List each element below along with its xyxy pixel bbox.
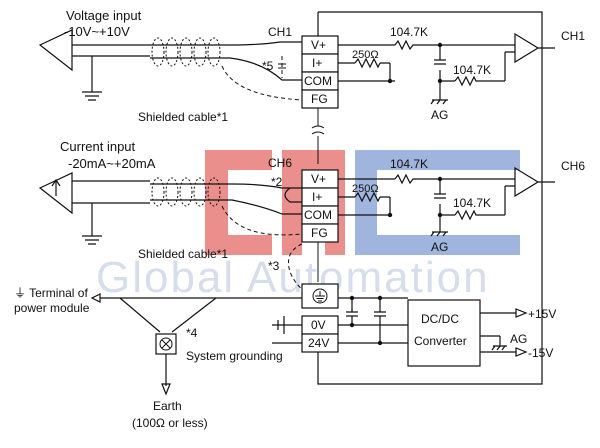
shunt-label-ch6: 250Ω: [352, 183, 379, 195]
terminal-fg-ch1: [301, 89, 339, 109]
shielded-cable-ch6: [150, 177, 303, 236]
terminal-v-plus-ch6-label: V+: [311, 172, 326, 186]
converter-label-2: Converter: [414, 334, 467, 348]
ch6-label-right: CH6: [561, 159, 585, 173]
voltage-source-symbol: [38, 29, 73, 72]
note-4: *4: [186, 326, 198, 340]
terminal-com-ch1-label: COM: [304, 74, 332, 88]
shunt-label-ch1: 250Ω: [352, 49, 379, 61]
terminal-fg-ch6: [301, 223, 339, 243]
dc-dc-converter: [407, 299, 481, 367]
current-input-title: Current input: [60, 139, 136, 154]
note-2: *2: [271, 175, 283, 189]
current-input-range: -20mA~+20mA: [68, 156, 156, 171]
earth-resistance-label: (100Ω or less): [132, 416, 208, 430]
cable-label-ch1: Shielded cable*1: [138, 110, 228, 124]
ch1-label-left: CH1: [268, 25, 292, 39]
amplifier-ch1: [514, 32, 540, 64]
terminal-v-plus-ch1-label: V+: [311, 38, 326, 52]
power-section: *3 0V 24V ⏚ Terminal of power module *4 …: [14, 243, 556, 430]
resistor-label-ch1-bottom: 104.7K: [453, 63, 491, 77]
terminal-fg-ch6-label: FG: [311, 226, 328, 240]
ag-label-ch1: AG: [431, 108, 448, 122]
power-terminal-label-2: power module: [14, 301, 90, 315]
system-grounding-label: System grounding: [186, 349, 283, 363]
resistor-label-ch1-top: 104.7K: [390, 25, 428, 39]
amplifier-ch6: [514, 166, 540, 198]
shielded-cable-ch1: [150, 37, 303, 101]
terminal-i-plus-ch1-label: I+: [312, 56, 322, 70]
earth-label: Earth: [153, 399, 182, 413]
resistor-label-ch6-top: 104.7K: [390, 157, 428, 171]
power-terminal-label-1: ⏚ Terminal of: [14, 286, 88, 300]
cable-label-ch6: Shielded cable*1: [138, 247, 228, 261]
plus15-label: +15V: [528, 307, 556, 321]
voltage-input-range: -10V~+10V: [64, 24, 130, 39]
terminal-i-plus-ch6-label: I+: [312, 190, 322, 204]
note-5: *5: [262, 59, 274, 73]
terminal-com-ch6-label: COM: [304, 208, 332, 222]
minus15-label: -15V: [528, 346, 553, 360]
terminal-24v-label: 24V: [308, 336, 329, 350]
ch6-section: Current input -20mA~+20mA Shielded cable…: [38, 139, 585, 261]
watermark-tagline: Global Automation: [96, 253, 490, 302]
resistor-label-ch6-bottom: 104.7K: [453, 196, 491, 210]
ag-label-ch6: AG: [431, 240, 448, 254]
ch6-label-left: CH6: [268, 156, 292, 170]
converter-label-1: DC/DC: [421, 312, 459, 326]
note-3: *3: [268, 259, 280, 273]
module-outline: [317, 11, 543, 385]
ag-power-label: AG: [510, 332, 527, 346]
terminal-0v-label: 0V: [311, 318, 326, 332]
ch1-section: Voltage input -10V~+10V Shielded cable*1…: [38, 8, 585, 124]
terminal-fg-ch1-label: FG: [311, 92, 328, 106]
ch1-label-right: CH1: [561, 29, 585, 43]
voltage-input-title: Voltage input: [66, 8, 142, 23]
